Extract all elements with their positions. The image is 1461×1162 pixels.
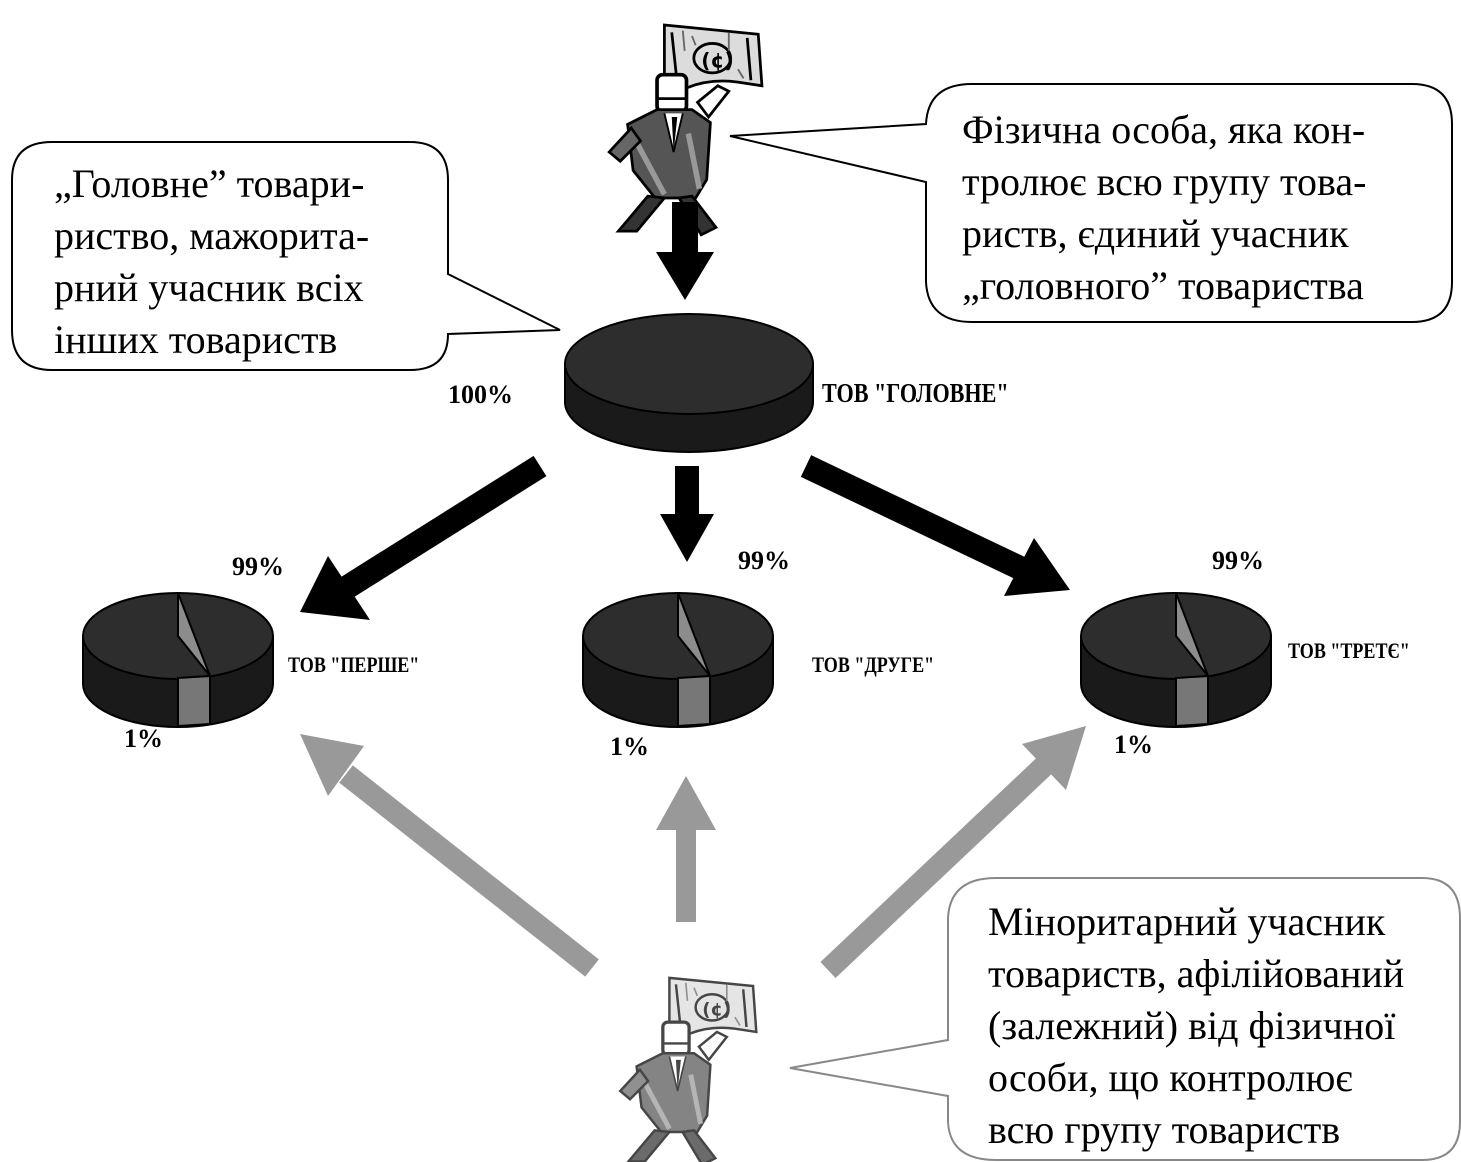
first-company-name: ТОВ "ПЕРШЕ" [288,652,420,677]
callout-line: рний учасник всіх [54,265,364,310]
arrow-main-to-third [800,455,1070,596]
arrow-main-to-second [660,466,714,562]
second-company-minor-share: 1% [610,732,649,761]
first-company-minor-share: 1% [124,724,163,753]
callout-line: всю групу товариств [988,1107,1341,1152]
callout-line: особи, що контролює [988,1055,1353,1100]
arrow-minority-to-second [656,776,716,922]
arrow-minority-to-first [300,734,599,977]
arrow-main-to-first [300,455,547,620]
callout-bubble-minority [789,877,1461,1161]
main-company-disc [564,313,814,453]
callout-bubble-individual [729,83,1453,323]
arrow-minority-to-third [820,726,1086,978]
first-company-disc [82,592,274,728]
second-company-name: ТОВ "ДРУГЕ" [812,652,935,677]
callout-minority-text: Міноритарний учасник товариств, афілійов… [988,896,1440,1156]
first-company-major-share: 99% [232,552,284,581]
callout-line: Міноритарний учасник [988,899,1386,944]
third-company-name: ТОВ "ТРЕТЄ" [1288,638,1410,663]
callout-line: „Головне” товари- [54,161,365,206]
callout-line: риств, єдиний учасник [962,211,1349,256]
third-company-minor-share: 1% [1114,730,1153,759]
main-company-share: 100% [448,380,513,409]
second-company-major-share: 99% [738,546,790,575]
callout-line: інших товариств [54,317,338,362]
callout-bubble-head-company [11,141,561,371]
arrow-individual-to-main [656,202,714,300]
callout-individual-text: Фізична особа, яка кон- тролює всю групу… [962,104,1416,312]
main-company-name: ТОВ "ГОЛОВНЕ" [822,378,1009,408]
third-company-major-share: 99% [1212,546,1264,575]
callout-line: Фізична особа, яка кон- [962,107,1366,152]
callout-line: товариств, афілійований [988,951,1405,996]
callout-line: риство, мажорита- [54,213,370,258]
callout-line: „головного” товариства [962,263,1364,308]
callout-line: (залежний) від фізичної [988,1003,1396,1048]
callout-head-company-text: „Головне” товари- риство, мажорита- рний… [54,158,410,366]
callout-line: тролює всю групу това- [962,159,1367,204]
minority-businessman-icon [620,978,756,1162]
second-company-disc [582,592,774,728]
third-company-disc [1080,592,1272,728]
